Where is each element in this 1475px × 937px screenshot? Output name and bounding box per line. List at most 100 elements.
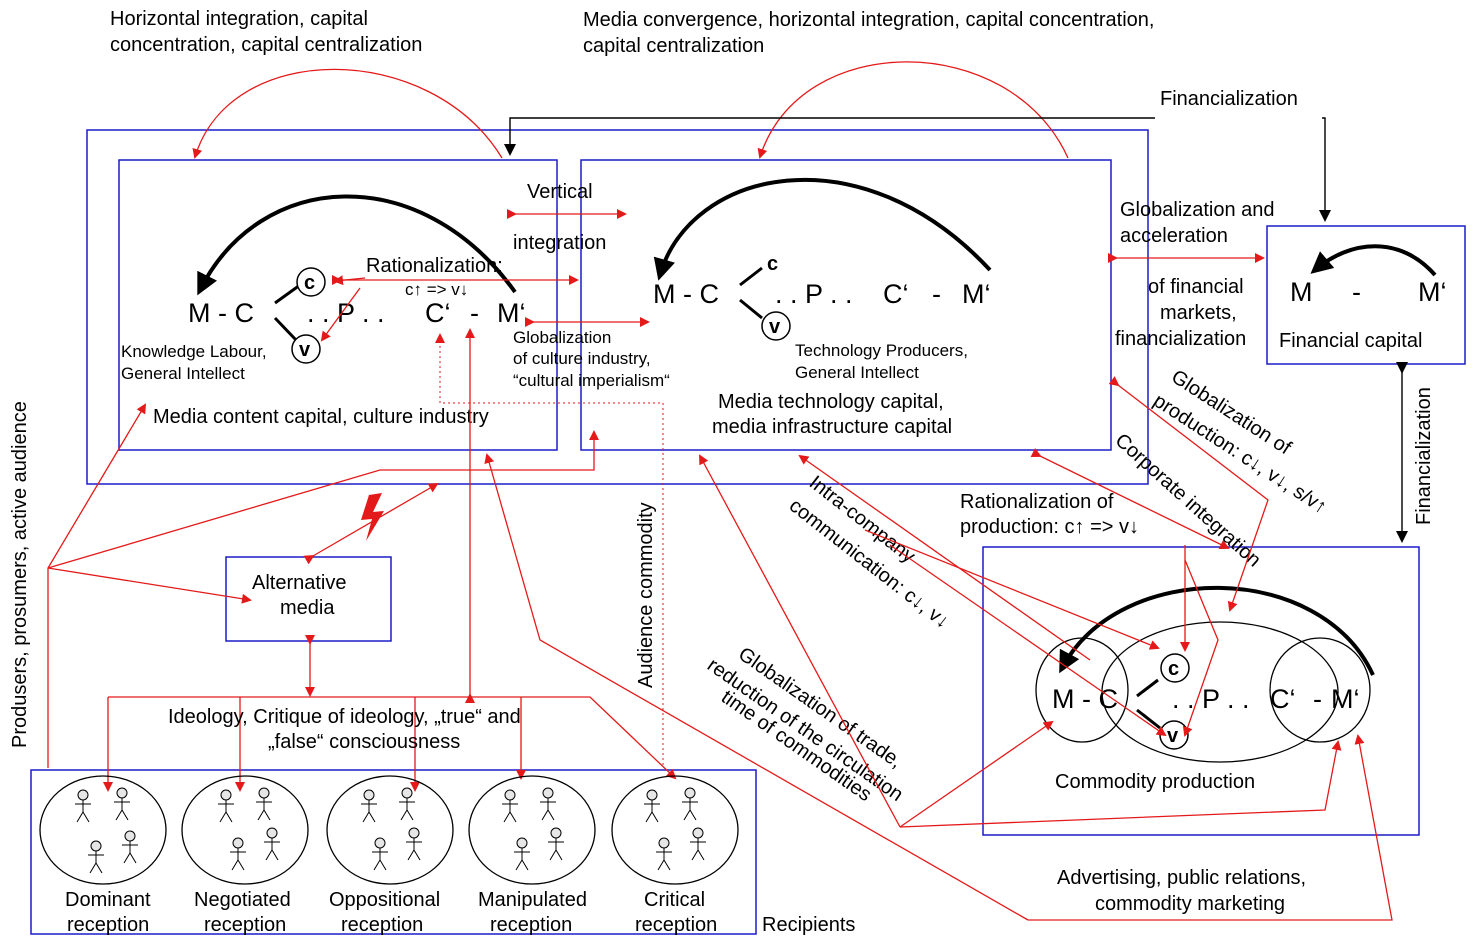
- glob-fin-line2: acceleration: [1120, 225, 1228, 247]
- glob-prod-arrow: [1108, 376, 1269, 612]
- media-content-capital-label: Media content capital, culture industry: [153, 406, 489, 428]
- content-c-label: c: [304, 272, 315, 294]
- financial-capital-label: Financial capital: [1279, 330, 1422, 352]
- reception-negotiated-line1: Negotiated: [194, 889, 291, 911]
- content-c-node: [296, 267, 326, 297]
- top-left-label-line1: Horizontal integration, capital: [110, 8, 368, 30]
- glob-fin-line1: Globalization and: [1120, 199, 1275, 221]
- tech-general-intellect-label: General Intellect: [795, 363, 919, 382]
- media-capital-outer-box: [86, 129, 1149, 485]
- vertical-label: Vertical: [527, 181, 593, 203]
- financialization-top-label: Financialization: [1160, 88, 1298, 110]
- alt-media-line1: Alternative: [252, 572, 347, 594]
- financial-capital-box: [1266, 225, 1466, 365]
- reception-manipulated: Manipulated reception: [468, 775, 596, 936]
- alt-media-line2: media: [280, 597, 335, 619]
- recipients-label: Recipients: [762, 914, 855, 936]
- reception-negotiated: Negotiated reception: [181, 775, 309, 936]
- commodity-formula-mprime: M‘: [1331, 684, 1360, 714]
- content-circuit-arrow: [197, 194, 517, 296]
- content-formula-dash: -: [470, 298, 479, 328]
- rationalization-formula: c↑ => v↓: [405, 280, 468, 299]
- financialization-top-arrow-right: [1319, 117, 1331, 222]
- reception-manipulated-line1: Manipulated: [478, 889, 587, 911]
- reception-critical-line2: reception: [635, 914, 717, 936]
- content-formula-cprime: C‘: [425, 298, 451, 328]
- financial-circuit-arrow: [1310, 244, 1437, 277]
- knowledge-labour-label: Knowledge Labour,: [121, 342, 267, 361]
- glob-fin-line3: of financial: [1148, 276, 1244, 298]
- content-formula-mprime: M‘: [497, 298, 526, 328]
- reception-critical: Critical reception: [611, 775, 739, 936]
- integration-label: integration: [513, 232, 606, 254]
- commodity-c-label: c: [1168, 658, 1179, 680]
- producers-vertical-label: Produsers, prosumers, active audience: [9, 401, 31, 748]
- tech-formula-mc: M - C: [653, 279, 719, 309]
- advertising-arrow: [484, 453, 1029, 921]
- media-content-capital-box: [118, 159, 558, 451]
- reception-manipulated-line2: reception: [490, 914, 572, 936]
- glob-culture-line1: Globalization: [513, 328, 611, 347]
- content-v-label: v: [299, 339, 311, 361]
- content-formula-mc: M - C: [188, 298, 254, 328]
- tech-v-label: v: [769, 316, 781, 338]
- commodity-formula-mc: M - C: [1052, 684, 1118, 714]
- lightning-icon: [361, 493, 384, 541]
- commodity-formula-p: . . P . .: [1172, 684, 1250, 714]
- top-left-label-line2: concentration, capital centralization: [110, 34, 422, 56]
- reception-oppositional: Oppositional reception: [326, 775, 454, 936]
- glob-fin-line5: financialization: [1115, 328, 1246, 350]
- corporate-integration-arrow: [1030, 447, 1230, 549]
- financialization-top-arrow-left: [504, 117, 1155, 156]
- intra-company-arrow: [798, 454, 1091, 661]
- advertising-line2: commodity marketing: [1095, 893, 1285, 915]
- top-mid-label-line1: Media convergence, horizontal integratio…: [583, 9, 1154, 31]
- commodity-ellipse-right: [1269, 637, 1371, 743]
- reception-negotiated-line2: reception: [204, 914, 286, 936]
- glob-culture-line2: of culture industry,: [513, 349, 651, 368]
- commodity-formula-dash: -: [1313, 684, 1322, 714]
- glob-fin-line4: markets,: [1160, 302, 1237, 324]
- reception-dominant: Dominant reception: [39, 775, 167, 936]
- general-intellect-label: General Intellect: [121, 364, 245, 383]
- reception-dominant-line2: reception: [67, 914, 149, 936]
- financial-formula-m: M: [1290, 277, 1313, 307]
- horizontal-integration-arrow: [192, 68, 503, 159]
- tech-formula-dash: -: [932, 279, 941, 309]
- top-mid-label-line2: capital centralization: [583, 35, 764, 57]
- tech-circuit-arrow: [653, 177, 992, 281]
- glob-trade-arrow: [699, 454, 901, 828]
- rat-prod-line2: production: c↑ => v↓: [960, 516, 1139, 538]
- rationalization-label: Rationalization:: [366, 255, 503, 277]
- reception-oppositional-line2: reception: [341, 914, 423, 936]
- ideology-bar: [108, 696, 677, 780]
- tech-formula-mprime: M‘: [962, 279, 991, 309]
- content-formula-p: . . P . .: [307, 298, 385, 328]
- media-convergence-arrow: [757, 61, 1069, 159]
- rat-prod-line1: Rationalization of: [960, 491, 1114, 513]
- recipients-box: [30, 769, 757, 935]
- advertising-line1: Advertising, public relations,: [1057, 867, 1306, 889]
- glob-culture-line3: “cultural imperialism“: [513, 371, 670, 390]
- ideology-line1: Ideology, Critique of ideology, „true“ a…: [168, 706, 521, 728]
- audience-commodity-label: Audience commodity: [635, 502, 657, 688]
- reception-critical-line1: Critical: [644, 889, 705, 911]
- reception-dominant-line1: Dominant: [65, 889, 151, 911]
- commodity-v-label: v: [1167, 725, 1179, 747]
- financialization-side-label: Financialization: [1413, 387, 1435, 525]
- financial-formula-mprime: M‘: [1418, 277, 1447, 307]
- reception-oppositional-line1: Oppositional: [329, 889, 440, 911]
- commodity-production-label: Commodity production: [1055, 771, 1255, 793]
- commodity-c-node: [1160, 653, 1190, 683]
- financial-formula-dash: -: [1352, 277, 1361, 307]
- tech-c-label: c: [767, 253, 778, 275]
- media-tech-label-line1: Media technology capital,: [718, 391, 944, 413]
- tech-producers-label: Technology Producers,: [795, 341, 968, 360]
- tech-formula-cprime: C‘: [883, 279, 909, 309]
- content-v-node: [291, 334, 321, 364]
- media-tech-label-line2: media infrastructure capital: [712, 416, 952, 438]
- tech-formula-p: . . P . .: [775, 279, 853, 309]
- commodity-formula-cprime: C‘: [1270, 684, 1296, 714]
- media-technology-capital-box: [580, 159, 1112, 451]
- tech-v-node: [761, 311, 791, 341]
